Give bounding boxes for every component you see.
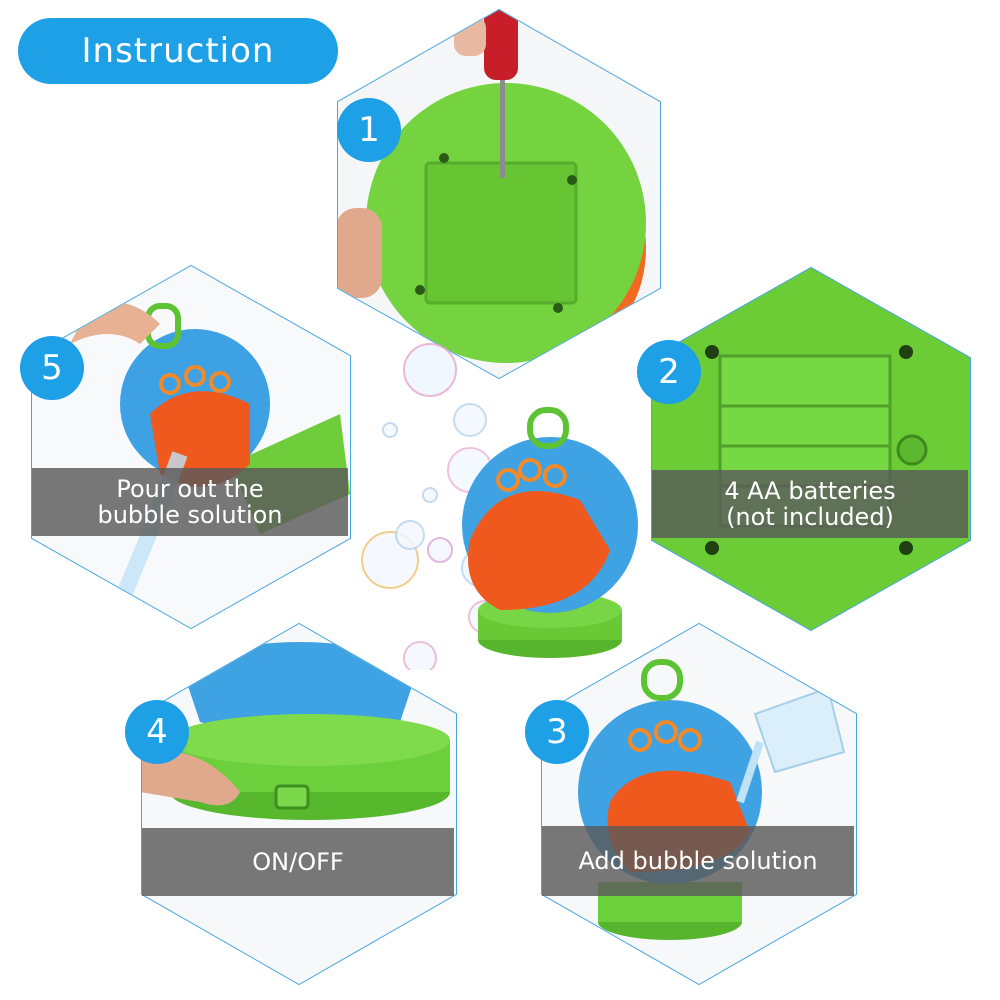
step-5-panel: 5 Pour out the bubble solution — [20, 264, 352, 630]
step-4-hex-frame — [141, 622, 457, 986]
page-title-text: Instruction — [81, 31, 275, 71]
step-3-caption: Add bubble solution — [542, 826, 854, 896]
step-1-panel: 1 — [336, 8, 662, 380]
step-3-hex-frame — [541, 622, 857, 986]
step-5-hex-frame — [31, 264, 351, 630]
step-5-number: 5 — [41, 348, 63, 388]
pour-out-icon — [32, 266, 350, 628]
power-switch-icon — [142, 624, 456, 984]
step-1-number: 1 — [358, 110, 380, 150]
page-title: Instruction — [18, 18, 338, 84]
bubble-machine-illustration — [361, 343, 638, 670]
step-2-number: 2 — [658, 352, 680, 392]
step-4-badge: 4 — [125, 700, 189, 764]
step-4-caption: ON/OFF — [142, 828, 454, 896]
step-2-badge: 2 — [637, 340, 701, 404]
step-2-caption-line-1: 4 AA batteries — [724, 477, 896, 505]
step-5-caption-line-1: Pour out the — [116, 475, 264, 503]
screwdriver-icon — [338, 10, 660, 378]
step-4-number: 4 — [146, 712, 168, 752]
step-3-number: 3 — [546, 712, 568, 752]
step-1-badge: 1 — [337, 98, 401, 162]
step-2-hex-frame — [651, 266, 971, 632]
step-2-caption-line-2: (not included) — [726, 503, 894, 531]
step-3-caption-text: Add bubble solution — [578, 847, 818, 875]
bubble-machine-icon — [462, 407, 638, 658]
step-1-hex-frame — [337, 8, 661, 380]
step-3-panel: 3 Add bubble solution — [525, 622, 858, 986]
step-2-caption: 4 AA batteries (not included) — [652, 470, 968, 538]
step-3-badge: 3 — [525, 700, 589, 764]
step-4-panel: 4 ON/OFF — [125, 622, 458, 986]
step-5-caption-line-2: bubble solution — [97, 501, 283, 529]
step-5-caption: Pour out the bubble solution — [32, 468, 348, 536]
battery-icon — [652, 268, 970, 630]
pour-cup-icon — [542, 624, 856, 984]
step-2-panel: 2 4 AA batteries (not included) — [637, 266, 972, 632]
step-4-caption-text: ON/OFF — [252, 848, 344, 876]
step-5-badge: 5 — [20, 336, 84, 400]
